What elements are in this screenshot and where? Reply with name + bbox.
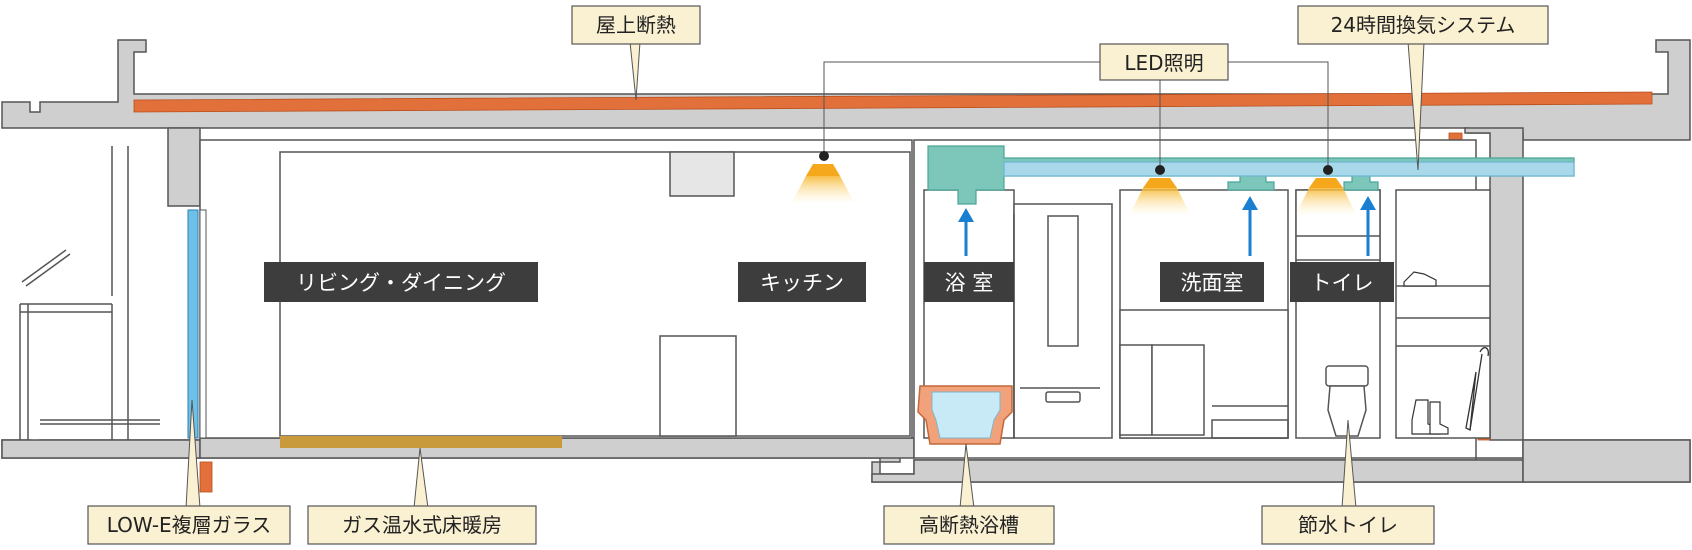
room-label-bathroom: 浴 室 <box>924 262 1014 302</box>
light-fixture-icon <box>1296 178 1356 214</box>
toilet-icon <box>1325 365 1369 437</box>
room-label: キッチン <box>760 271 844 295</box>
leader-lines <box>823 61 1329 170</box>
callout-gas-floor-heating: ガス温水式床暖房 <box>307 447 537 545</box>
arrow-up-icon <box>1242 196 1258 256</box>
callout-label: 屋上断熱 <box>596 13 676 37</box>
arrow-up-icon <box>958 208 974 256</box>
callout-water-saving-toilet: 節水トイレ <box>1261 419 1435 545</box>
lowe-glass-window <box>187 209 207 439</box>
room-label-kitchen: キッチン <box>738 262 866 302</box>
callout-roof-insulation: 屋上断熱 <box>571 5 701 101</box>
callout-led-lighting: LED照明 <box>1099 43 1229 81</box>
room-label: 浴 室 <box>945 271 994 295</box>
light-fixture-icon <box>792 164 854 202</box>
room-label: 洗面室 <box>1181 271 1244 295</box>
room-label: トイレ <box>1311 271 1374 295</box>
boot-icon <box>1411 399 1449 435</box>
ventilation-duct <box>927 145 1575 205</box>
led-lights <box>792 164 1356 214</box>
floor-heating-panel <box>280 436 562 448</box>
room-label-toilet: トイレ <box>1290 262 1394 302</box>
airflow-arrows <box>958 196 1376 256</box>
arrow-up-icon <box>1360 196 1376 256</box>
light-fixture-icon <box>1130 178 1190 214</box>
room-label-living-dining: リビング・ダイニング <box>264 262 538 302</box>
callout-label: LED照明 <box>1124 51 1203 75</box>
room-label: リビング・ダイニング <box>296 271 506 295</box>
callout-label: 節水トイレ <box>1298 513 1398 537</box>
callout-ventilation: 24時間換気システム <box>1297 5 1549 171</box>
shoe-icon <box>1403 271 1437 287</box>
bathtub-icon <box>917 385 1013 445</box>
callout-label: ガス温水式床暖房 <box>342 513 502 537</box>
callout-label: 24時間換気システム <box>1331 13 1516 37</box>
balcony-railing <box>19 146 160 440</box>
leader-dots <box>819 151 1333 175</box>
room-label-washroom: 洗面室 <box>1160 262 1264 302</box>
callout-label: 高断熱浴槽 <box>919 513 1019 537</box>
callout-insulated-bathtub: 高断熱浴槽 <box>883 443 1055 545</box>
callout-label: LOW-E複層ガラス <box>107 513 272 537</box>
callout-lowe-glass: LOW-E複層ガラス <box>87 399 291 545</box>
umbrella-icon <box>1465 347 1490 432</box>
